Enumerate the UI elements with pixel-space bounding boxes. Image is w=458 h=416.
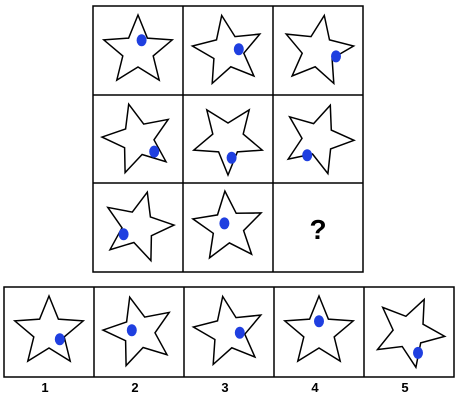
question-matrix: ? <box>92 5 364 273</box>
blue-dot <box>226 151 237 164</box>
option-3-star <box>191 294 263 367</box>
star-icon <box>284 13 356 86</box>
blue-dot <box>126 324 137 337</box>
star-icon <box>375 297 447 370</box>
blue-dot <box>413 346 423 359</box>
missing-cell-question-mark: ? <box>309 214 326 245</box>
matrix-cell-5 <box>191 108 265 177</box>
matrix-cell-7 <box>106 190 176 263</box>
matrix-cell-4 <box>100 102 170 175</box>
matrix-cell-2 <box>190 13 262 86</box>
matrix-cell-8 <box>190 189 263 260</box>
options-border <box>3 286 455 378</box>
blue-dot <box>234 326 245 339</box>
option-1-star <box>12 294 86 363</box>
blue-dot <box>118 228 129 241</box>
blue-dot <box>314 315 324 328</box>
star-icon <box>191 294 263 367</box>
matrix-cell-3 <box>284 13 356 86</box>
matrix-cell-1 <box>101 13 175 82</box>
star-icon <box>12 294 86 363</box>
blue-dot <box>233 43 244 56</box>
star-icon <box>101 13 175 82</box>
star-icon <box>282 294 356 363</box>
option-5-star <box>375 297 447 370</box>
blue-dot <box>149 145 160 158</box>
option-4-star <box>282 294 356 363</box>
blue-dot <box>219 217 230 230</box>
star-icon <box>191 108 265 177</box>
option-2-star <box>101 295 171 368</box>
matrix-cell-6 <box>286 103 356 176</box>
option-3-label: 3 <box>221 380 228 395</box>
star-icon <box>106 190 176 263</box>
option-5-label: 5 <box>401 380 408 395</box>
star-icon <box>286 103 356 176</box>
blue-dot <box>136 34 147 47</box>
blue-dot <box>331 50 341 63</box>
option-4-label: 4 <box>311 380 319 395</box>
answer-options: 1 2 3 4 5 <box>3 286 455 395</box>
blue-dot <box>54 333 65 346</box>
matrix-border <box>92 5 364 273</box>
option-1-label: 1 <box>41 380 48 395</box>
star-icon <box>190 13 262 86</box>
option-2-label: 2 <box>131 380 138 395</box>
blue-dot <box>302 149 313 162</box>
